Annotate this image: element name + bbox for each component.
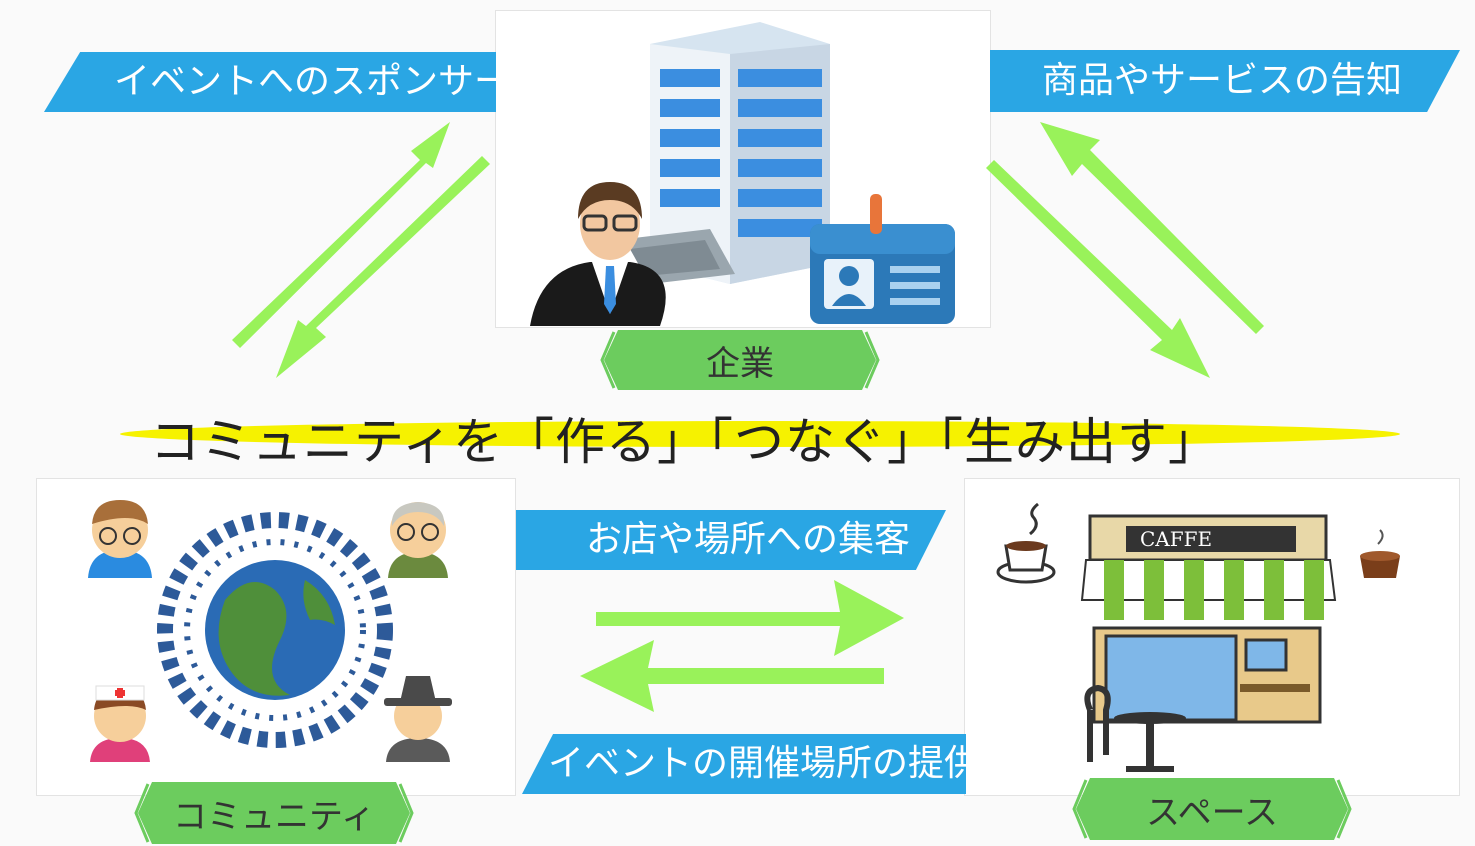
- company-label-shape: 企業: [600, 330, 880, 390]
- businessman-icon: [530, 182, 666, 326]
- arrow-community-to-company: [232, 122, 450, 348]
- coffee-cup-icon: [996, 502, 1056, 584]
- customers-banner: お店や場所への集客: [516, 510, 946, 570]
- venue-banner: イベントの開催場所の提供: [522, 734, 966, 794]
- arrow-community-to-space: [596, 580, 904, 656]
- globe-people-icon: [157, 512, 393, 748]
- old-man-avatar-icon: [388, 502, 448, 578]
- arrow-company-to-community: [276, 156, 490, 378]
- coffee-cup-icon: [1360, 529, 1400, 578]
- sponsor-label: イベントへのスポンサー: [114, 61, 511, 102]
- space-label-shape: スペース: [1072, 778, 1352, 840]
- community-label: コミュニティ: [173, 796, 375, 837]
- tagline: コミュニティを「作る」「つなぐ」「生み出す」: [150, 413, 1219, 471]
- arrow-company-to-space: [986, 160, 1210, 378]
- cafe-illustration: CAFFE: [996, 502, 1400, 772]
- arrow-space-to-community: [580, 640, 884, 712]
- hat-man-avatar-icon: [384, 676, 452, 762]
- promotion-banner: 商品やサービスの告知: [990, 50, 1460, 112]
- cafe-storefront-icon: CAFFE: [1080, 514, 1337, 724]
- customers-label: お店や場所への集客: [586, 519, 911, 560]
- space-label: スペース: [1146, 792, 1278, 833]
- cafe-sign-text: CAFFE: [1140, 527, 1212, 551]
- nurse-avatar-icon: [90, 685, 150, 762]
- company-illustration: [530, 22, 955, 326]
- sponsor-banner: イベントへのスポンサー: [44, 52, 496, 112]
- tagline-highlight: [120, 421, 1400, 447]
- company-label: 企業: [706, 343, 774, 384]
- promotion-label: 商品やサービスの告知: [1042, 60, 1403, 101]
- venue-label: イベントの開催場所の提供: [548, 743, 981, 784]
- arrow-space-to-company: [1040, 122, 1264, 334]
- community-illustration: [88, 500, 452, 762]
- community-label-shape: コミュニティ: [134, 782, 414, 844]
- boy-avatar-icon: [88, 500, 152, 578]
- id-badge-icon: [810, 194, 955, 324]
- office-building-icon: [625, 22, 830, 284]
- cafe-table-icon: [1084, 684, 1186, 772]
